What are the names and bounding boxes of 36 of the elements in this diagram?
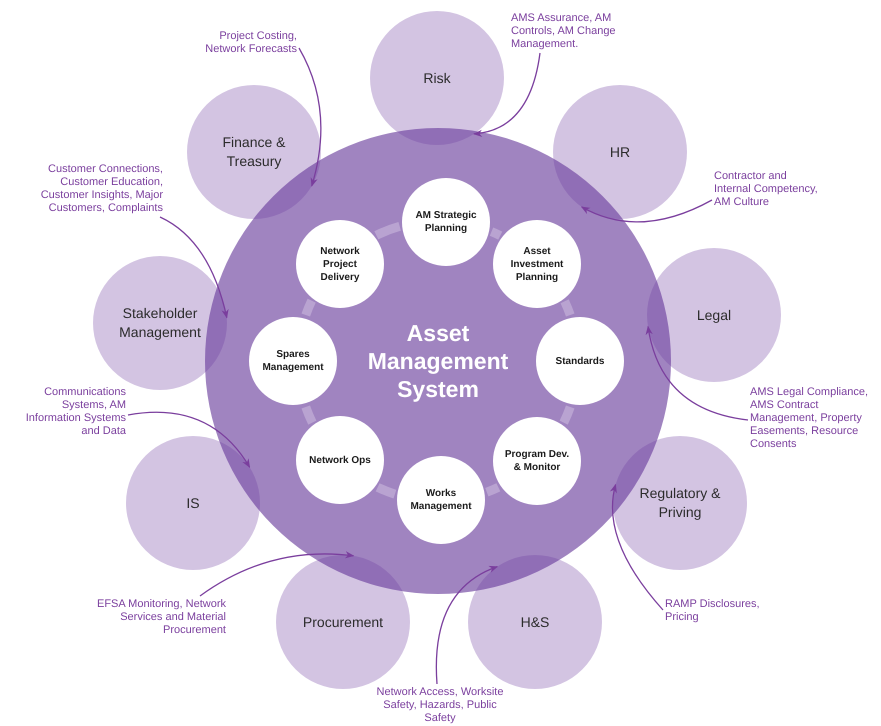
arrow <box>200 551 354 597</box>
annotation-text: RAMP Disclosures, Pricing <box>665 598 760 624</box>
function-label: AM Strategic Planning <box>414 209 478 235</box>
arrow <box>610 484 664 610</box>
arrow <box>298 48 322 187</box>
annotation-text: Project Costing, Network Forecasts <box>185 30 297 56</box>
annotation-text: Network Access, Worksite Safety, Hazards, Public Safety <box>370 686 510 725</box>
function-label: Program Dev. & Monitor <box>504 448 570 474</box>
annotation-text: Communications Systems, AM Information Systems and Data <box>6 386 126 438</box>
domain-label: Regulatory & Priving <box>638 484 722 522</box>
annotation-text: Contractor and Internal Competency, AM Culture <box>714 170 822 209</box>
domain-label: Risk <box>423 68 451 88</box>
domain-label: Legal <box>696 306 732 324</box>
domain-label: HR <box>610 142 630 162</box>
annotation-text: AMS Assurance, AM Controls, AM Change Management. <box>511 12 636 51</box>
arrow <box>128 412 250 468</box>
domain-label: H&S <box>520 612 550 632</box>
domain-label: IS <box>186 494 200 512</box>
function-label: Network Ops <box>309 454 371 466</box>
domain-label: Stakeholder Management <box>118 304 202 342</box>
annotation-text: AMS Legal Compliance, AMS Contract Management, Property Easements, Resource Consents <box>750 386 875 451</box>
arrow <box>580 199 712 222</box>
arrow <box>646 326 748 421</box>
domain-label: Finance & Treasury <box>221 133 287 171</box>
function-label: Works Management <box>409 487 473 513</box>
system-title: Asset Management System <box>366 319 510 403</box>
domain-label: Procurement <box>302 612 384 632</box>
annotation-text: Customer Connections, Customer Education, Customer Insights, Major Customers, Complaints <box>38 163 163 215</box>
function-label: Spares Management <box>261 348 325 374</box>
function-label: Asset Investment Planning <box>510 244 564 284</box>
arrow <box>160 216 228 318</box>
arrow <box>473 52 541 136</box>
function-label: Network Project Delivery <box>319 244 361 284</box>
annotation-text: EFSA Monitoring, Network Services and Material Procurement <box>86 598 226 637</box>
function-label: Standards <box>556 354 604 368</box>
arrow <box>436 566 498 684</box>
